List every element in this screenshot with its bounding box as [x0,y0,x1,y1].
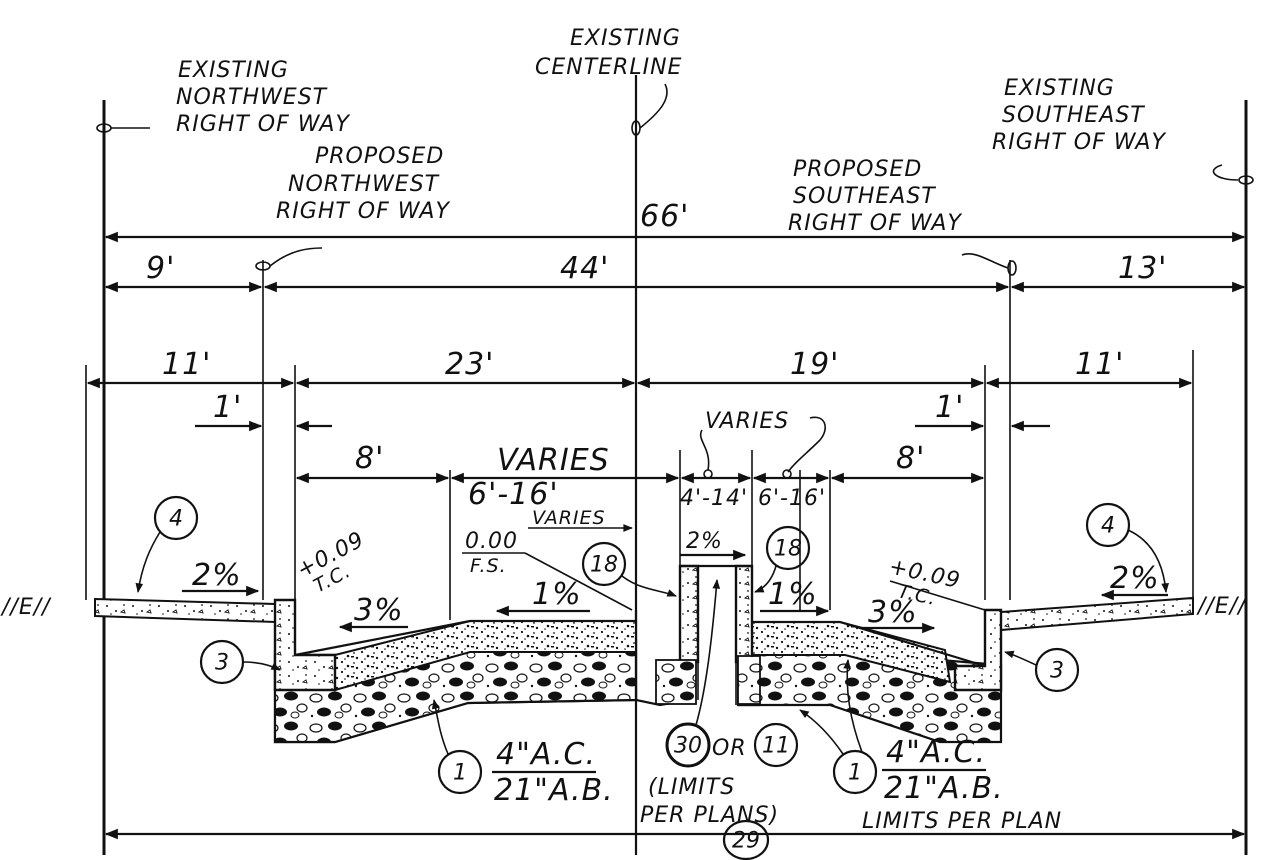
callout-3-right: 3 [1004,647,1080,693]
varies-right-label: VARIES [705,409,789,434]
svg-text:11: 11 [762,734,790,759]
slope-left-lane: 1% [532,577,582,612]
ground-left: //E// [0,595,52,620]
callout-4-right: 4 [1085,502,1170,593]
callout-4-left: 4 [135,495,199,593]
ground-right: //E// [1196,594,1248,619]
svg-text:3: 3 [1050,659,1064,684]
existing-nw-row-label: EXISTING [178,58,289,83]
svg-text:1: 1 [453,761,467,786]
existing-nw-row-label-2: NORTHWEST [176,85,328,110]
median-right-curb [734,564,754,664]
svg-text:29: 29 [732,829,760,854]
callout-30: 30 [665,579,721,768]
svg-text:18: 18 [590,553,618,578]
proposed-nw-row-label-2: NORTHWEST [288,172,440,197]
limits-plans-line1: (LIMITS [648,775,735,800]
svg-text:18: 18 [774,537,802,562]
fs-label: F.S. [470,555,507,577]
proposed-nw-row-label: PROPOSED [315,144,444,169]
fs-value: 0.00 [465,529,518,554]
left-sidewalk [94,597,276,624]
ab-right: 21"A.B. [884,771,1004,806]
slope-median-top: 2% [686,529,723,554]
callout-11: 11 [753,722,799,768]
median-right-gravel [737,655,761,705]
limits-per-plan: LIMITS PER PLAN [862,809,1062,834]
slope-left-gutter: 3% [354,593,404,628]
dim-23: 23' [445,347,494,382]
ac-left: 4"A.C. [496,737,596,772]
ac-right: 4"A.C. [886,735,986,770]
slope-right-lane: 1% [768,577,818,612]
proposed-se-row-label-3: RIGHT OF WAY [788,211,962,236]
dim-8-right: 8' [896,441,925,476]
dim-9: 9' [146,251,175,286]
dim-13: 13' [1118,251,1167,286]
dim-44: 44' [560,251,609,286]
slope-left-sidewalk: 2% [192,558,242,593]
callout-1-right: 1 [799,659,878,795]
left-curb [273,598,337,692]
existing-se-row-label-3: RIGHT OF WAY [992,130,1166,155]
dim-66: 66' [640,199,689,234]
existing-centerline-label: EXISTING [570,26,681,51]
var-6-16: 6'-16' [758,486,826,511]
callout-3-left: 3 [199,639,281,685]
svg-text:30: 30 [674,734,702,759]
dim-8-left: 8' [355,441,384,476]
proposed-se-row-label-2: SOUTHEAST [793,184,936,209]
svg-text:4: 4 [1101,514,1115,539]
existing-nw-row-label-3: RIGHT OF WAY [176,112,350,137]
callout-18-right: 18 [754,525,811,593]
ab-left: 21"A.B. [494,773,614,808]
varies-small-label: VARIES [532,507,606,529]
svg-text:4: 4 [169,507,183,532]
dim-1-left: 1' [213,390,242,425]
callout-29: 29 [722,819,770,860]
varies-left-range: 6'-16' [468,477,559,512]
existing-se-row-label-2: SOUTHEAST [1002,103,1145,128]
var-4-14: 4'-14' [680,486,748,511]
dim-11-right: 11' [1075,347,1124,382]
dim-11-left: 11' [162,347,211,382]
svg-text:1: 1 [848,761,862,786]
slope-right-sidewalk: 2% [1110,561,1160,596]
existing-se-row-label: EXISTING [1004,76,1115,101]
varies-left-label: VARIES [497,443,610,478]
svg-text:3: 3 [215,651,229,676]
right-sidewalk [1000,596,1194,632]
dim-1-right: 1' [935,390,964,425]
callout-18-left: 18 [581,541,677,597]
slope-right-gutter: 3% [868,595,918,630]
existing-centerline-label-2: CENTERLINE [535,55,682,80]
proposed-nw-row-label-3: RIGHT OF WAY [276,199,450,224]
limits-plans-line2: PER PLANS) [640,803,779,828]
or-text: OR [712,736,747,761]
right-curb [953,608,1003,692]
dim-19: 19' [790,347,839,382]
callout-1-left: 1 [431,699,483,795]
median-left-curb [678,564,700,664]
median-left-gravel [655,659,697,705]
proposed-se-row-label: PROPOSED [793,157,922,182]
